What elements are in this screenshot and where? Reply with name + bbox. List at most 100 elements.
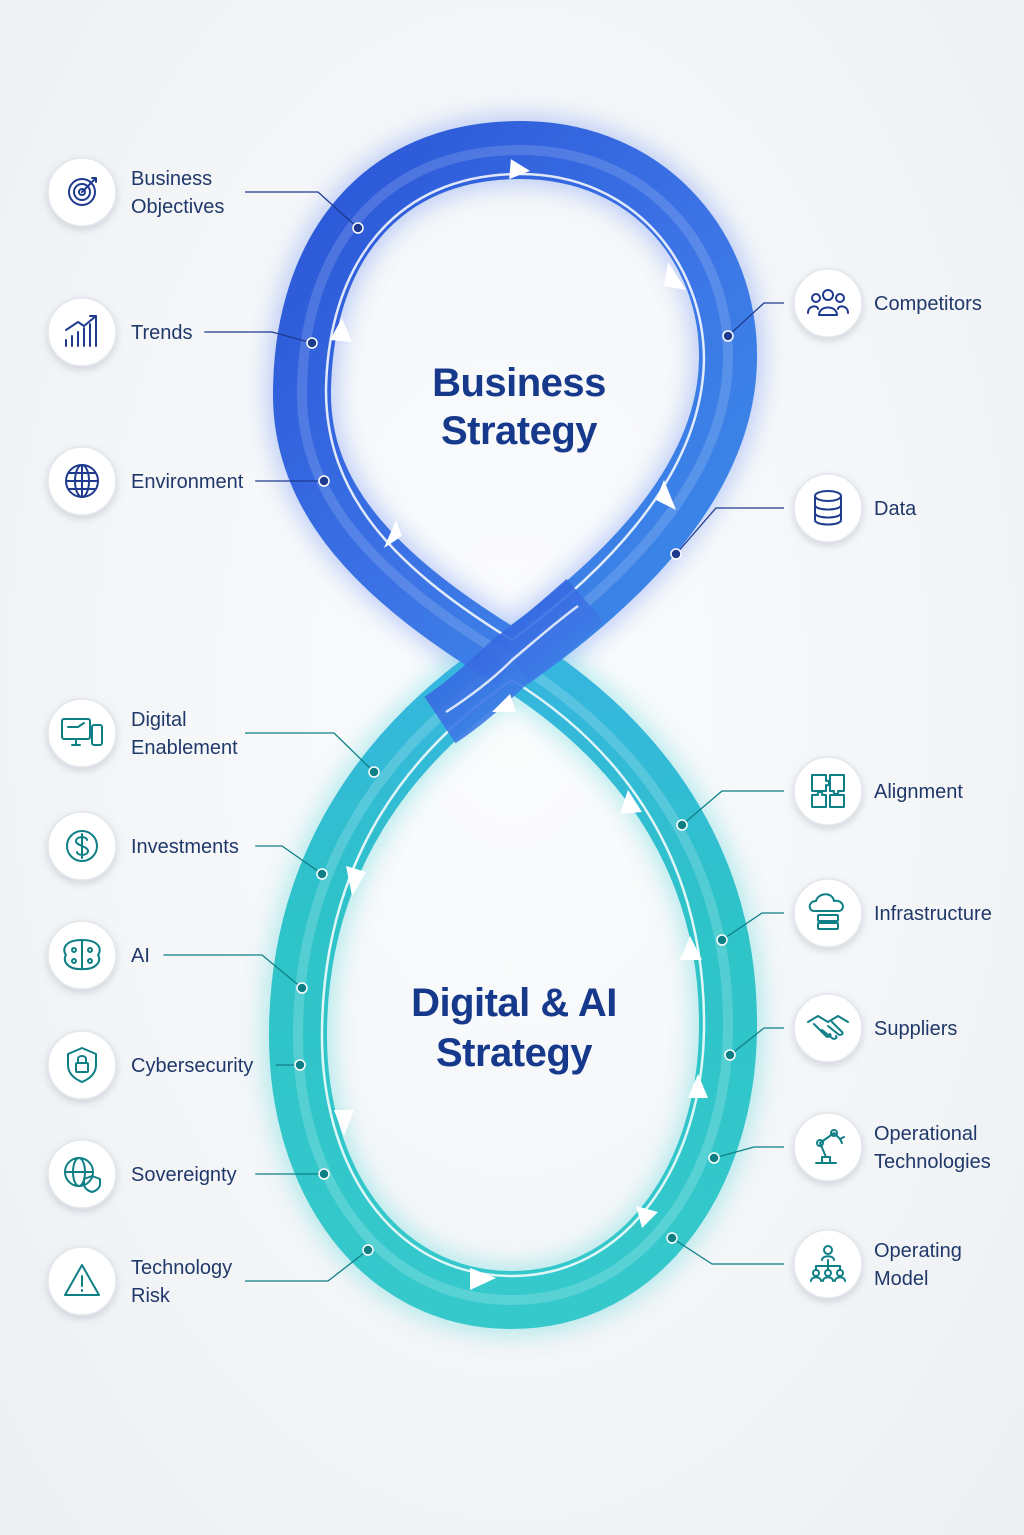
arrow-cross [492,694,516,712]
leader-line [245,732,375,773]
arrow-bottom-2 [334,1110,354,1136]
arrow-top-3 [656,480,676,510]
connector-dot [352,222,364,234]
factor-item-environment: Environment [47,446,330,516]
flow-arrows [330,159,708,1290]
leader-line [245,191,359,229]
digital-ai-strategy-title: Digital & AI Strategy [411,981,617,1075]
factor-item-trends: Trends [47,297,318,367]
factor-label: AI [131,945,150,967]
leader-line [255,845,323,875]
factor-label: Business [131,168,212,190]
factor-label: Competitors [874,293,982,315]
arrow-top-2 [664,262,686,290]
connector-dot [306,337,318,349]
factor-label: Cybersecurity [131,1055,253,1077]
factor-item-infrastructure: Infrastructure [716,878,992,948]
factor-items: BusinessObjectivesTrendsEnvironmentCompe… [47,157,992,1316]
factor-label: Infrastructure [874,903,992,925]
connector-dot [318,1168,330,1180]
leader-line [729,1027,784,1056]
icon-badge [793,878,863,948]
factor-label: Alignment [874,781,963,803]
arrow-bottom-4 [636,1206,658,1228]
icon-badge [793,268,863,338]
icon-badge [47,297,117,367]
business-strategy-title: Business Strategy [432,361,606,453]
factor-label: Trends [131,322,193,344]
factor-label: Operational [874,1123,977,1145]
leader-line [681,790,784,826]
factor-label: Digital [131,709,187,731]
factor-label: Investments [131,836,239,858]
warning-icon [64,1264,100,1296]
factor-label: Technology [131,1257,232,1279]
connector-dot [296,982,308,994]
leader-line [204,331,313,344]
loop-glow [262,114,764,1336]
connector-dot [724,1049,736,1061]
connector-dot [362,1244,374,1256]
arrow-bottom-3 [470,1268,496,1290]
arrow-top-1 [509,159,530,180]
leader-line [671,1237,784,1265]
factor-label: Objectives [131,196,224,218]
arrow-bottom-6 [680,936,702,960]
business-title-line1: Business [432,361,606,405]
icon-badge [793,473,863,543]
business-title-line2: Strategy [441,409,598,453]
globe-icon [65,464,99,498]
connector-dot [368,766,380,778]
icon-badge [793,1112,863,1182]
devices-icon [61,718,103,746]
digital-title-line2: Strategy [436,1031,593,1075]
connector-dot [676,819,688,831]
arrow-bottom-1 [346,866,366,896]
factor-item-cybersecurity: Cybersecurity [47,1030,306,1100]
factor-label: Enablement [131,737,238,759]
factor-label: Data [874,498,917,520]
globe-shield-icon [64,1157,101,1193]
connector-dot [716,934,728,946]
dollar-icon [66,830,98,862]
factor-label: Sovereignty [131,1164,237,1186]
factor-item-competitors: Competitors [722,268,982,342]
cloud-server-icon [808,893,844,930]
arrow-bottom-7 [620,790,642,814]
factor-label: Risk [131,1285,171,1307]
connector-dot [708,1152,720,1164]
database-icon [814,490,842,526]
shield-lock-icon [67,1047,97,1083]
org-chart-icon [810,1245,846,1282]
robot-arm-icon [815,1129,845,1164]
factor-item-suppliers: Suppliers [724,993,957,1063]
connector-dot [722,330,734,342]
brain-icon [63,939,101,971]
factor-label: Technologies [874,1151,991,1173]
handshake-icon [807,1015,849,1040]
factor-label: Operating [874,1240,962,1262]
arrow-bottom-5 [688,1074,708,1098]
digital-ai-loop [268,635,758,1330]
icon-badge [47,698,117,768]
icon-badge [47,1139,117,1209]
leader-line [163,954,303,989]
icon-badge [793,756,863,826]
factor-item-investments: Investments [47,811,328,881]
factor-item-ai: AI [47,920,308,994]
connector-dot [666,1232,678,1244]
puzzle-icon [811,774,845,808]
factor-item-sovereignty: Sovereignty [47,1139,330,1209]
connector-dot [294,1059,306,1071]
factor-item-alignment: Alignment [676,756,963,831]
digital-title-line1: Digital & AI [411,981,617,1025]
icon-badge [47,1030,117,1100]
leader-line [245,1249,369,1282]
icon-badge [793,993,863,1063]
